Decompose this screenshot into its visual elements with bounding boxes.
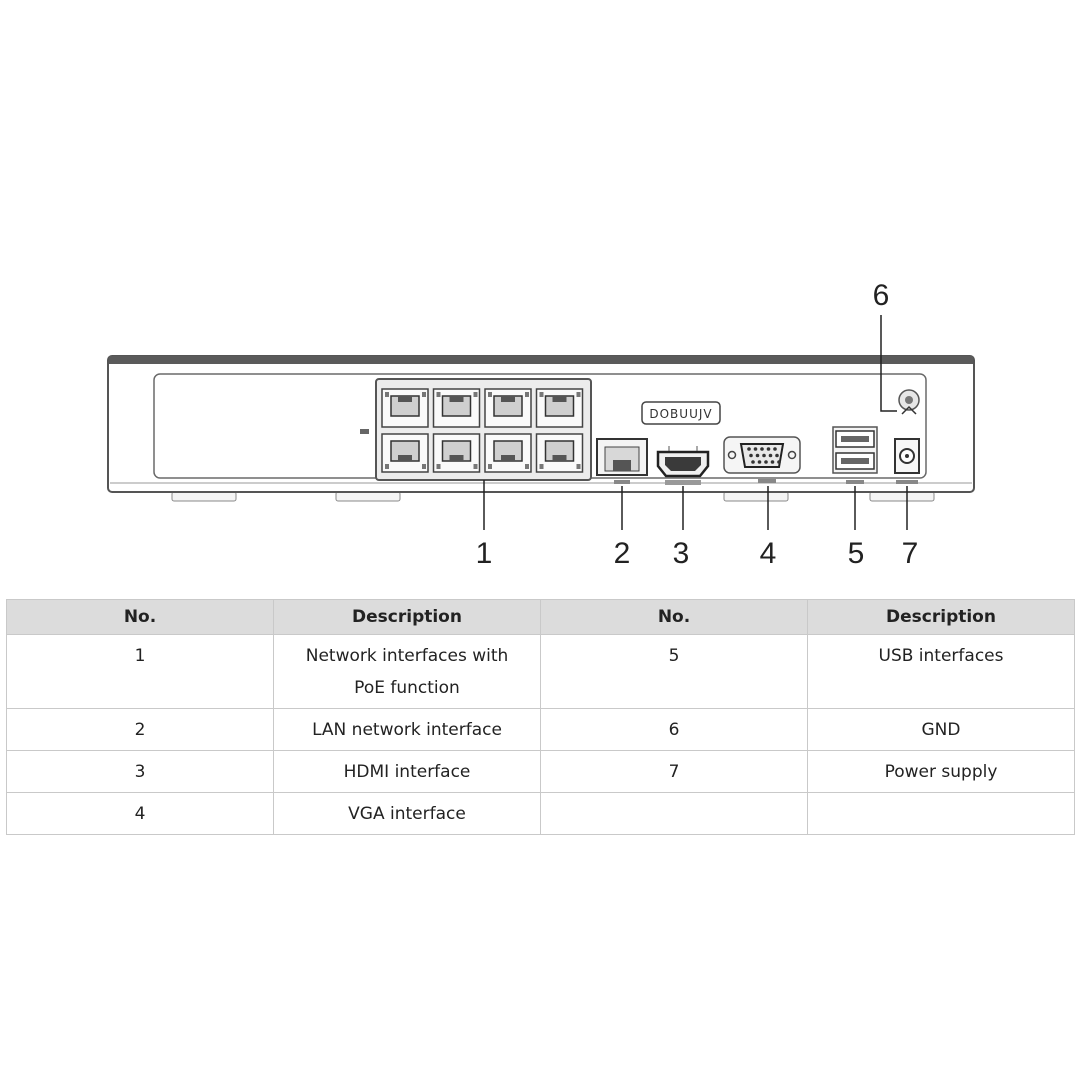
poe-port: [535, 388, 584, 428]
cell-no: 4: [6, 792, 274, 835]
device-feet: [171, 491, 935, 502]
vga-port: [723, 436, 801, 483]
table-row: 3 HDMI interface 7 Power supply: [6, 750, 1075, 793]
vga-pin: [775, 453, 779, 458]
vga-pin: [777, 460, 781, 464]
callout-1: 1: [476, 537, 493, 570]
vga-pin: [760, 447, 764, 451]
vga-pin: [773, 447, 777, 451]
hdmi-port: [656, 446, 710, 485]
cell-no: 2: [6, 708, 274, 751]
vga-pin: [749, 453, 753, 458]
cell-description: [807, 792, 1075, 835]
cell-no: 5: [540, 634, 808, 709]
vga-pin: [751, 460, 755, 464]
cell-description: Power supply: [807, 750, 1075, 793]
table-row: 1 Network interfaces with PoE function 5…: [6, 634, 1075, 709]
header-description-right: Description: [807, 599, 1075, 635]
brand-label: DOBUUJV: [641, 401, 721, 425]
cell-no: [540, 792, 808, 835]
vga-pin: [768, 453, 773, 458]
cell-no: 1: [6, 634, 274, 709]
poe-port: [381, 433, 429, 473]
header-no-left: No.: [6, 599, 274, 635]
cell-description: LAN network interface: [273, 708, 541, 751]
callout-2: 2: [614, 537, 631, 570]
header-description-left: Description: [273, 599, 541, 635]
power-supply-port: [894, 438, 920, 484]
cell-no: 7: [540, 750, 808, 793]
gnd-terminal: [898, 389, 920, 415]
table-header-row: No. Description No. Description: [6, 599, 1075, 635]
poe-port: [484, 388, 532, 428]
cell-description: USB interfaces: [807, 634, 1075, 709]
leader-lines: [483, 315, 908, 530]
port-description-table: No. Description No. Description 1 Networ…: [6, 599, 1075, 835]
lan-port: [596, 438, 648, 484]
cell-description: VGA interface: [273, 792, 541, 835]
vga-pin: [770, 460, 775, 464]
poe-port: [535, 433, 584, 473]
callout-4: 4: [760, 537, 777, 570]
poe-port: [432, 433, 481, 473]
cell-description: HDMI interface: [273, 750, 541, 793]
table-row: 4 VGA interface: [6, 792, 1075, 835]
usb-ports: [832, 426, 878, 484]
vga-pin: [757, 460, 762, 464]
vga-pin: [753, 447, 758, 451]
vga-pin: [762, 453, 766, 458]
header-no-right: No.: [540, 599, 808, 635]
table-row: 2 LAN network interface 6 GND: [6, 708, 1075, 751]
callout-7: 7: [902, 537, 919, 570]
poe-port: [484, 433, 532, 473]
poe-port: [432, 388, 481, 428]
poe-port-block: [375, 378, 592, 481]
vga-pin: [747, 447, 751, 451]
callout-3: 3: [673, 537, 690, 570]
poe-port: [381, 388, 429, 428]
vga-pin: [755, 453, 760, 458]
cell-no: 6: [540, 708, 808, 751]
vga-pin: [764, 460, 768, 464]
callout-5: 5: [848, 537, 865, 570]
cell-description: GND: [807, 708, 1075, 751]
callout-6: 6: [873, 279, 890, 312]
cell-description: Network interfaces with PoE function: [273, 634, 541, 709]
brand-label-text: DOBUUJV: [649, 407, 712, 421]
cell-no: 3: [6, 750, 274, 793]
vga-pin: [766, 447, 771, 451]
nvr-rear-panel-diagram: DOBUUJV: [107, 279, 975, 570]
